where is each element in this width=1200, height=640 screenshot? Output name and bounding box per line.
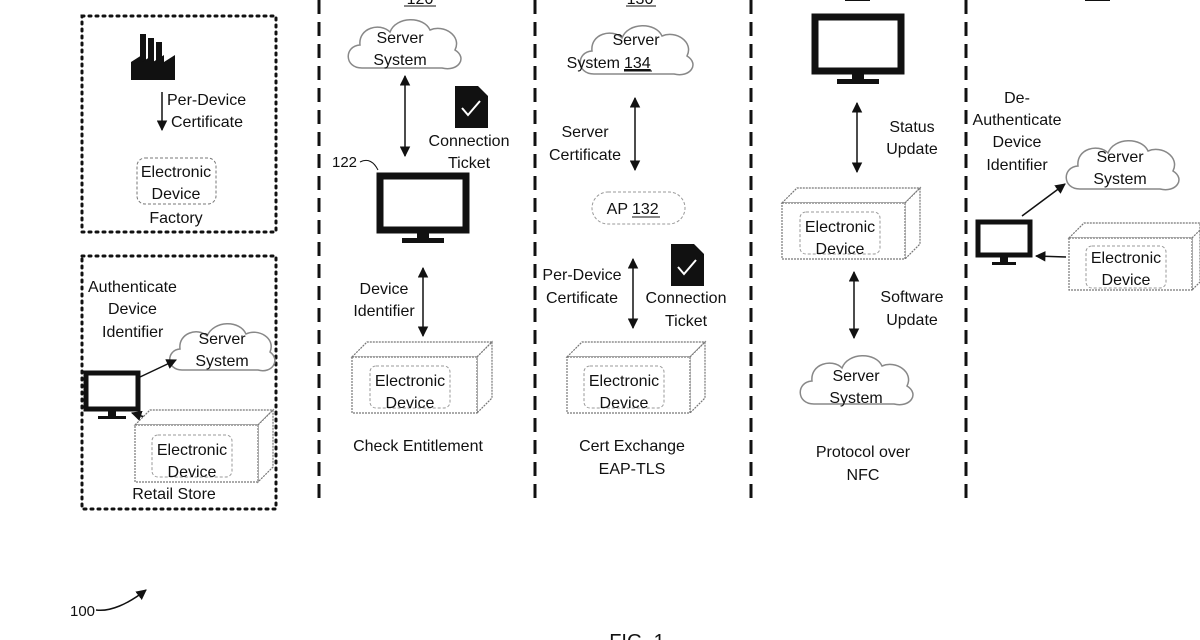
cert-device-label-2: Device <box>600 395 649 412</box>
figure-caption: FIG. 1 <box>609 631 665 640</box>
deauth-device-box <box>1067 222 1200 292</box>
retail-label-1: Authenticate <box>88 279 177 296</box>
retail-computer-icon <box>83 370 141 419</box>
cert-left-label-1: Per-Device <box>542 267 621 284</box>
cert-ap-label: AP <box>607 201 628 218</box>
column-dividers <box>317 0 968 505</box>
cert-caption-1: Cert Exchange <box>579 438 685 455</box>
cert-server-label-2: System <box>567 55 620 72</box>
nfc-software-label-2: Update <box>886 312 938 329</box>
retail-label-3: Identifier <box>102 324 164 341</box>
entitlement-column: 120 Server System Connection Ticket 122 … <box>332 0 509 455</box>
entitlement-cloud: Server System <box>347 19 462 70</box>
factory-icon <box>131 34 175 80</box>
entitlement-device-box <box>350 340 494 415</box>
factory-arrow-label-1: Per-Device <box>167 92 246 109</box>
nfc-column: Status Update Electronic Device Software… <box>780 0 944 484</box>
deauth-device-arrow <box>1034 251 1067 262</box>
entitlement-computer-ref: 122 <box>332 154 357 171</box>
factory-device-label-2: Device <box>152 186 201 203</box>
entitlement-server-label-1: Server <box>376 30 424 47</box>
cert-arrow-label-1: Server <box>561 124 609 141</box>
entitlement-top-ref: 120 <box>407 0 434 8</box>
retail-server-label-1: Server <box>198 331 246 348</box>
nfc-status-label-2: Update <box>886 141 938 158</box>
entitlement-server-label-2: System <box>373 52 426 69</box>
nfc-server-label-1: Server <box>832 368 880 385</box>
retail-label-2: Device <box>108 301 157 318</box>
retail-device-label-2: Device <box>168 464 217 481</box>
entitlement-computer-icon <box>376 172 470 243</box>
nfc-device-label-2: Device <box>816 241 865 258</box>
deauth-arrow <box>1021 183 1066 217</box>
deauth-column: De- Authenticate Device Identifier Serve… <box>973 0 1200 292</box>
retail-cloud: Server System <box>169 323 276 372</box>
retail-frame <box>80 254 278 511</box>
deauth-server-label-1: Server <box>1096 149 1144 166</box>
cert-device-box <box>565 340 707 415</box>
nfc-software-label-1: Software <box>880 289 943 306</box>
deauth-label-3: Device <box>993 134 1042 151</box>
nfc-device-label-1: Electronic <box>805 219 875 236</box>
cert-server-ref: 134 <box>624 55 651 72</box>
cert-top-ref: 130 <box>627 0 654 8</box>
cert-device-label-1: Electronic <box>589 373 659 390</box>
nfc-computer-icon <box>811 13 905 84</box>
figure-reference: 100 <box>70 589 147 620</box>
entitlement-ticket-icon <box>455 86 488 128</box>
cert-caption-2: EAP-TLS <box>599 461 666 478</box>
deauth-label-4: Identifier <box>986 157 1048 174</box>
entitlement-ticket-label-2: Ticket <box>448 155 491 172</box>
nfc-status-label-1: Status <box>889 119 934 136</box>
nfc-caption-2: NFC <box>847 467 880 484</box>
cert-cloud: Server System 134 <box>567 25 694 76</box>
entitlement-ticket-label-1: Connection <box>429 133 510 150</box>
retail-caption: Retail Store <box>132 486 216 503</box>
nfc-cloud: Server System <box>799 355 914 407</box>
factory-caption: Factory <box>149 210 202 227</box>
retail-server-label-2: System <box>195 353 248 370</box>
nfc-server-label-2: System <box>829 390 882 407</box>
factory-device-label-1: Electronic <box>141 164 211 181</box>
cert-ticket-label-2: Ticket <box>665 313 708 330</box>
factory-frame <box>80 14 278 234</box>
deauth-server-label-2: System <box>1093 171 1146 188</box>
cert-ap-ref: 132 <box>632 201 659 218</box>
cert-ticket-icon <box>671 244 704 286</box>
entitlement-caption: Check Entitlement <box>353 438 483 455</box>
deauth-label-2: Authenticate <box>973 112 1062 129</box>
factory-device-box <box>136 157 217 205</box>
factory-arrow-label-2: Certificate <box>171 114 243 131</box>
cert-left-label-2: Certificate <box>546 290 618 307</box>
cert-arrow-label-2: Certificate <box>549 147 621 164</box>
retail-auth-arrow <box>139 359 177 378</box>
deauth-cloud: Server System <box>1065 140 1180 191</box>
entitlement-device-label-2: Device <box>386 395 435 412</box>
cert-server-label-1: Server <box>612 32 660 49</box>
retail-device-box <box>133 408 275 484</box>
nfc-caption-1: Protocol over <box>816 444 911 461</box>
entitlement-arrow-label-2: Identifier <box>353 303 415 320</box>
deauth-computer-icon <box>975 219 1033 265</box>
entitlement-device-label-1: Electronic <box>375 373 445 390</box>
retail-panel: Authenticate Device Identifier Server Sy… <box>80 254 278 511</box>
figure-ref-number: 100 <box>70 603 95 620</box>
deauth-device-label-1: Electronic <box>1091 250 1161 267</box>
retail-device-label-1: Electronic <box>157 442 227 459</box>
deauth-device-label-2: Device <box>1102 272 1151 289</box>
deauth-label-1: De- <box>1004 90 1030 107</box>
nfc-device-box <box>780 186 922 261</box>
cert-ap-box: AP 132 <box>591 191 686 225</box>
factory-panel: Per-Device Certificate Electronic Device… <box>80 14 278 234</box>
cert-column: 130 Server System 134 Server Certificate… <box>542 0 726 478</box>
entitlement-arrow-label-1: Device <box>360 281 409 298</box>
cert-ticket-label-1: Connection <box>646 290 727 307</box>
